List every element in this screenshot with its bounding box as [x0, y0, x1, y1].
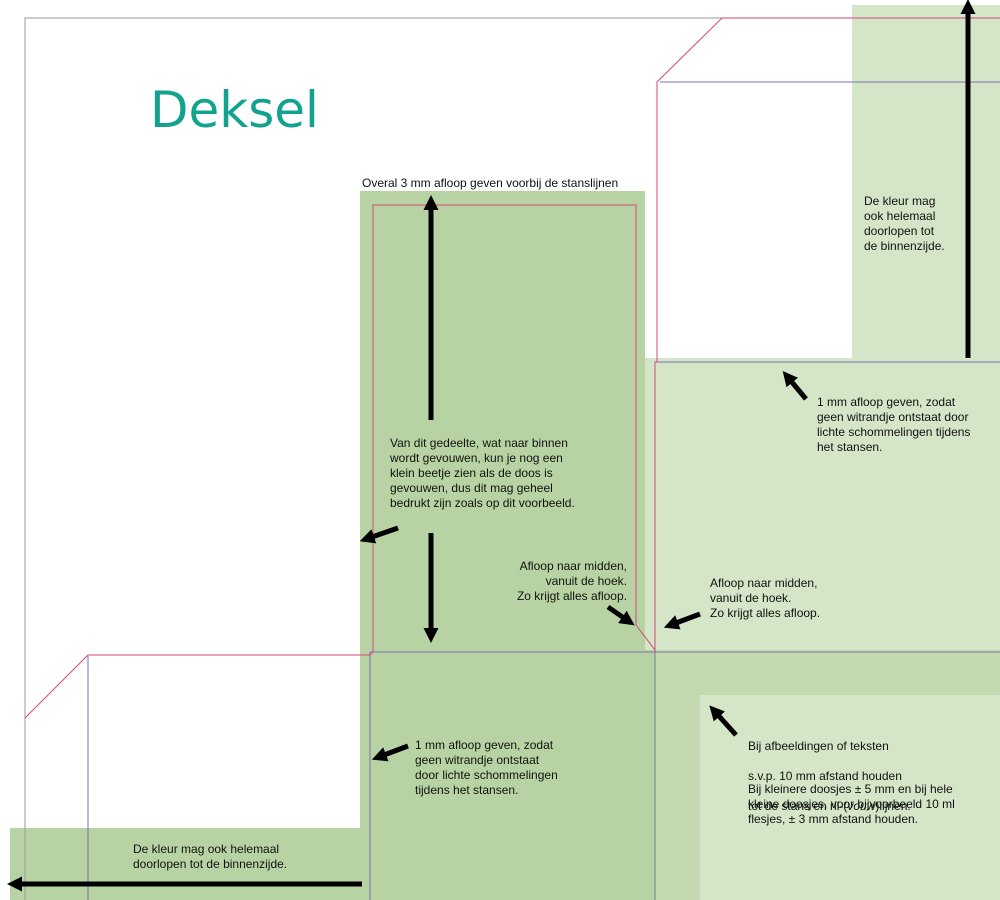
label-inside-fold: Van dit gedeelte, wat naar binnen wordt …	[390, 436, 575, 510]
label-bleed-1mm-right: 1 mm afloop geven, zodat geen witrandje …	[817, 395, 971, 454]
arrow-icon	[782, 371, 808, 401]
label-distance-line3-em: vouw	[847, 799, 876, 813]
label-distance: Bij afbeeldingen of teksten s.v.p. 10 mm…	[748, 724, 911, 829]
label-bleed-1mm-center: 1 mm afloop geven, zodat geen witrandje …	[415, 738, 558, 797]
arrow-icon	[371, 743, 409, 762]
label-distance-small: Bij kleinere doosjes ± 5 mm en bij hele …	[748, 782, 955, 826]
panel-right-upper	[645, 358, 1000, 650]
strip-left-bottom	[10, 828, 360, 900]
arrow-icon	[709, 705, 738, 737]
arrows	[7, 0, 976, 892]
bleed-center-flap	[360, 191, 645, 650]
label-distance-line3-b: )lijnen.	[875, 799, 911, 813]
arrow-icon	[606, 604, 635, 626]
label-distance-line2: s.v.p. 10 mm afstand houden	[748, 769, 902, 783]
page-title: Deksel	[150, 81, 319, 139]
label-color-inside-bottom: De kleur mag ook helemaal doorlopen tot …	[133, 842, 288, 871]
label-corner-left: Afloop naar midden, vanuit de hoek. Zo k…	[516, 559, 627, 603]
label-corner-right: Afloop naar midden, vanuit de hoek. Zo k…	[710, 576, 821, 620]
arrow-icon	[359, 525, 399, 544]
label-color-inside-right: De kleur mag ook helemaal doorlopen tot …	[864, 194, 945, 253]
strip-right-top	[852, 5, 1000, 358]
label-distance-line3: tot de stans en ril-(vouw)lijnen.	[748, 799, 911, 814]
panel-center-bottom	[360, 650, 655, 900]
label-distance-line3-a: tot de stans en ril-(	[748, 799, 848, 813]
cut-lines	[24, 17, 1000, 719]
outer-frame-line	[24, 17, 722, 900]
label-bleed-top: Overal 3 mm afloop geven voorbij de stan…	[362, 176, 619, 190]
label-distance-line1: Bij afbeeldingen of teksten	[748, 739, 889, 753]
text-safe-area	[700, 695, 1000, 900]
arrow-icon	[663, 611, 701, 630]
